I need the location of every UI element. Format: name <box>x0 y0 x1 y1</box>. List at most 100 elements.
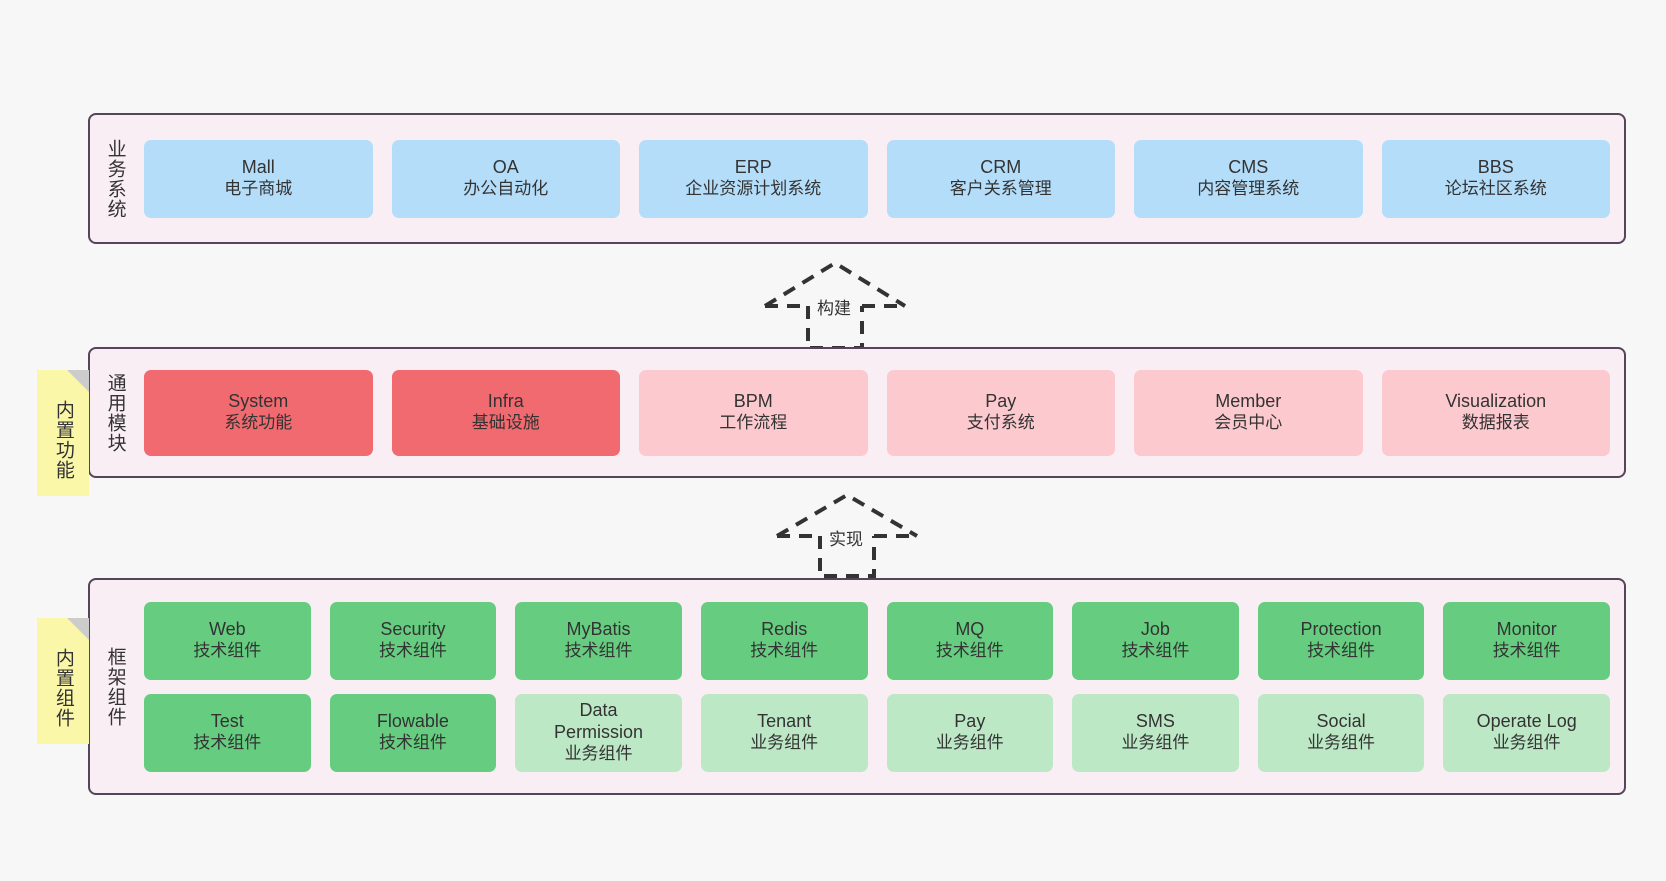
card-subtitle: 业务组件 <box>750 733 819 753</box>
card-member[interactable]: Member 会员中心 <box>1134 369 1363 456</box>
card-social[interactable]: Social 业务组件 <box>1257 693 1425 772</box>
card-title: Job <box>1140 619 1170 640</box>
card-title: Data Permission <box>554 700 644 743</box>
card-subtitle: 内容管理系统 <box>1197 179 1300 199</box>
card-redis[interactable]: Redis 技术组件 <box>700 601 868 680</box>
card-title: Social <box>1316 711 1366 732</box>
card-data-permission[interactable]: Data Permission 业务组件 <box>515 693 682 772</box>
build-arrow-label: 构建 <box>817 299 851 318</box>
card-subtitle: 企业资源计划系统 <box>685 179 822 199</box>
card-title: Monitor <box>1496 619 1557 640</box>
card-subtitle: 技术组件 <box>193 641 262 661</box>
card-title: Web <box>208 619 246 640</box>
card-row: Mall 电子商城 OA 办公自动化 ERP 企业资源计划系统 CRM 客户关系… <box>144 139 1610 218</box>
card-subtitle: 技术组件 <box>378 733 447 753</box>
note-builtin-components[interactable]: 内置组件 <box>37 618 89 744</box>
implement-arrow: 实现 <box>772 490 922 578</box>
card-row: Web 技术组件 Security 技术组件 MyBatis 技术组件 Redi… <box>144 601 1610 680</box>
card-pay-component[interactable]: Pay 业务组件 <box>886 693 1054 772</box>
card-subtitle: 数据报表 <box>1461 413 1530 433</box>
card-subtitle: 技术组件 <box>193 733 262 753</box>
card-crm[interactable]: CRM 客户关系管理 <box>886 139 1115 218</box>
card-subtitle: 技术组件 <box>564 641 633 661</box>
card-visualization[interactable]: Visualization 数据报表 <box>1381 369 1610 456</box>
card-title: Infra <box>487 391 524 412</box>
card-job[interactable]: Job 技术组件 <box>1072 601 1239 680</box>
card-title: BPM <box>733 391 773 412</box>
note-builtin-features[interactable]: 内置功能 <box>37 370 89 496</box>
card-title: Operate Log <box>1476 711 1577 732</box>
note-label: 内置功能 <box>52 400 74 480</box>
card-mq[interactable]: MQ 技术组件 <box>886 601 1054 680</box>
layer-common-modules[interactable]: 通用模块 System 系统功能 Infra 基础设施 BPM 工作流程 Pay… <box>88 347 1626 478</box>
card-row: Test 技术组件 Flowable 技术组件 Data Permission … <box>144 693 1610 772</box>
card-mybatis[interactable]: MyBatis 技术组件 <box>515 601 682 680</box>
card-title: Pay <box>954 711 986 732</box>
card-title: SMS <box>1135 711 1175 732</box>
build-arrow: 构建 <box>760 258 910 350</box>
card-title: ERP <box>734 157 772 178</box>
card-system[interactable]: System 系统功能 <box>144 369 373 456</box>
card-title: Visualization <box>1445 391 1547 412</box>
card-title: Pay <box>985 391 1017 412</box>
card-bbs[interactable]: BBS 论坛社区系统 <box>1381 139 1610 218</box>
card-row: System 系统功能 Infra 基础设施 BPM 工作流程 Pay 支付系统… <box>144 369 1610 456</box>
card-title: Protection <box>1300 619 1382 640</box>
card-subtitle: 技术组件 <box>1121 641 1190 661</box>
card-mall[interactable]: Mall 电子商城 <box>144 139 373 218</box>
card-subtitle: 业务组件 <box>1492 733 1561 753</box>
layer-title-framework-components: 框架组件 <box>104 646 126 727</box>
card-title: CRM <box>980 157 1022 178</box>
card-oa[interactable]: OA 办公自动化 <box>391 139 620 218</box>
card-title: MyBatis <box>566 619 631 640</box>
card-title: System <box>228 391 289 412</box>
layer-framework-components[interactable]: 框架组件 Web 技术组件 Security 技术组件 MyBatis 技术组件… <box>88 578 1626 795</box>
card-title: CMS <box>1228 157 1269 178</box>
card-pay[interactable]: Pay 支付系统 <box>886 369 1115 456</box>
card-tenant[interactable]: Tenant 业务组件 <box>700 693 868 772</box>
card-infra[interactable]: Infra 基础设施 <box>391 369 620 456</box>
card-title: Security <box>380 619 446 640</box>
card-subtitle: 系统功能 <box>224 413 293 433</box>
implement-arrow-label: 实现 <box>829 530 863 549</box>
card-test[interactable]: Test 技术组件 <box>144 693 311 772</box>
card-operate-log[interactable]: Operate Log 业务组件 <box>1443 693 1610 772</box>
card-subtitle: 业务组件 <box>1307 733 1376 753</box>
card-title: BBS <box>1477 157 1514 178</box>
card-subtitle: 业务组件 <box>1121 733 1190 753</box>
card-web[interactable]: Web 技术组件 <box>144 601 311 680</box>
layer-cards-business-systems: Mall 电子商城 OA 办公自动化 ERP 企业资源计划系统 CRM 客户关系… <box>138 115 1624 242</box>
layer-title-business-systems: 业务系统 <box>104 138 126 219</box>
card-title: MQ <box>955 619 985 640</box>
card-subtitle: 办公自动化 <box>463 179 549 199</box>
card-title: Flowable <box>376 711 449 732</box>
card-title: Tenant <box>757 711 812 732</box>
card-subtitle: 技术组件 <box>935 641 1004 661</box>
card-subtitle: 业务组件 <box>935 733 1004 753</box>
implement-arrow-shape <box>775 492 919 578</box>
card-erp[interactable]: ERP 企业资源计划系统 <box>639 139 868 218</box>
card-cms[interactable]: CMS 内容管理系统 <box>1134 139 1363 218</box>
card-subtitle: 技术组件 <box>1307 641 1376 661</box>
card-subtitle: 客户关系管理 <box>949 179 1052 199</box>
layer-title-common-modules: 通用模块 <box>104 372 126 453</box>
card-subtitle: 技术组件 <box>750 641 819 661</box>
layer-cards-framework-components: Web 技术组件 Security 技术组件 MyBatis 技术组件 Redi… <box>138 580 1624 793</box>
card-protection[interactable]: Protection 技术组件 <box>1257 601 1425 680</box>
card-sms[interactable]: SMS 业务组件 <box>1072 693 1239 772</box>
card-bpm[interactable]: BPM 工作流程 <box>639 369 868 456</box>
card-subtitle: 技术组件 <box>1492 641 1561 661</box>
card-monitor[interactable]: Monitor 技术组件 <box>1443 601 1610 680</box>
card-title: Member <box>1215 391 1282 412</box>
card-security[interactable]: Security 技术组件 <box>329 601 497 680</box>
card-subtitle: 会员中心 <box>1214 413 1283 433</box>
card-subtitle: 业务组件 <box>564 744 633 764</box>
card-subtitle: 电子商城 <box>224 179 293 199</box>
card-subtitle: 基础设施 <box>471 413 540 433</box>
card-flowable[interactable]: Flowable 技术组件 <box>329 693 497 772</box>
card-title: Test <box>210 711 244 732</box>
card-subtitle: 论坛社区系统 <box>1444 179 1547 199</box>
card-title: Mall <box>241 157 275 178</box>
layer-business-systems[interactable]: 业务系统 Mall 电子商城 OA 办公自动化 ERP 企业资源计划系统 CRM… <box>88 113 1626 244</box>
